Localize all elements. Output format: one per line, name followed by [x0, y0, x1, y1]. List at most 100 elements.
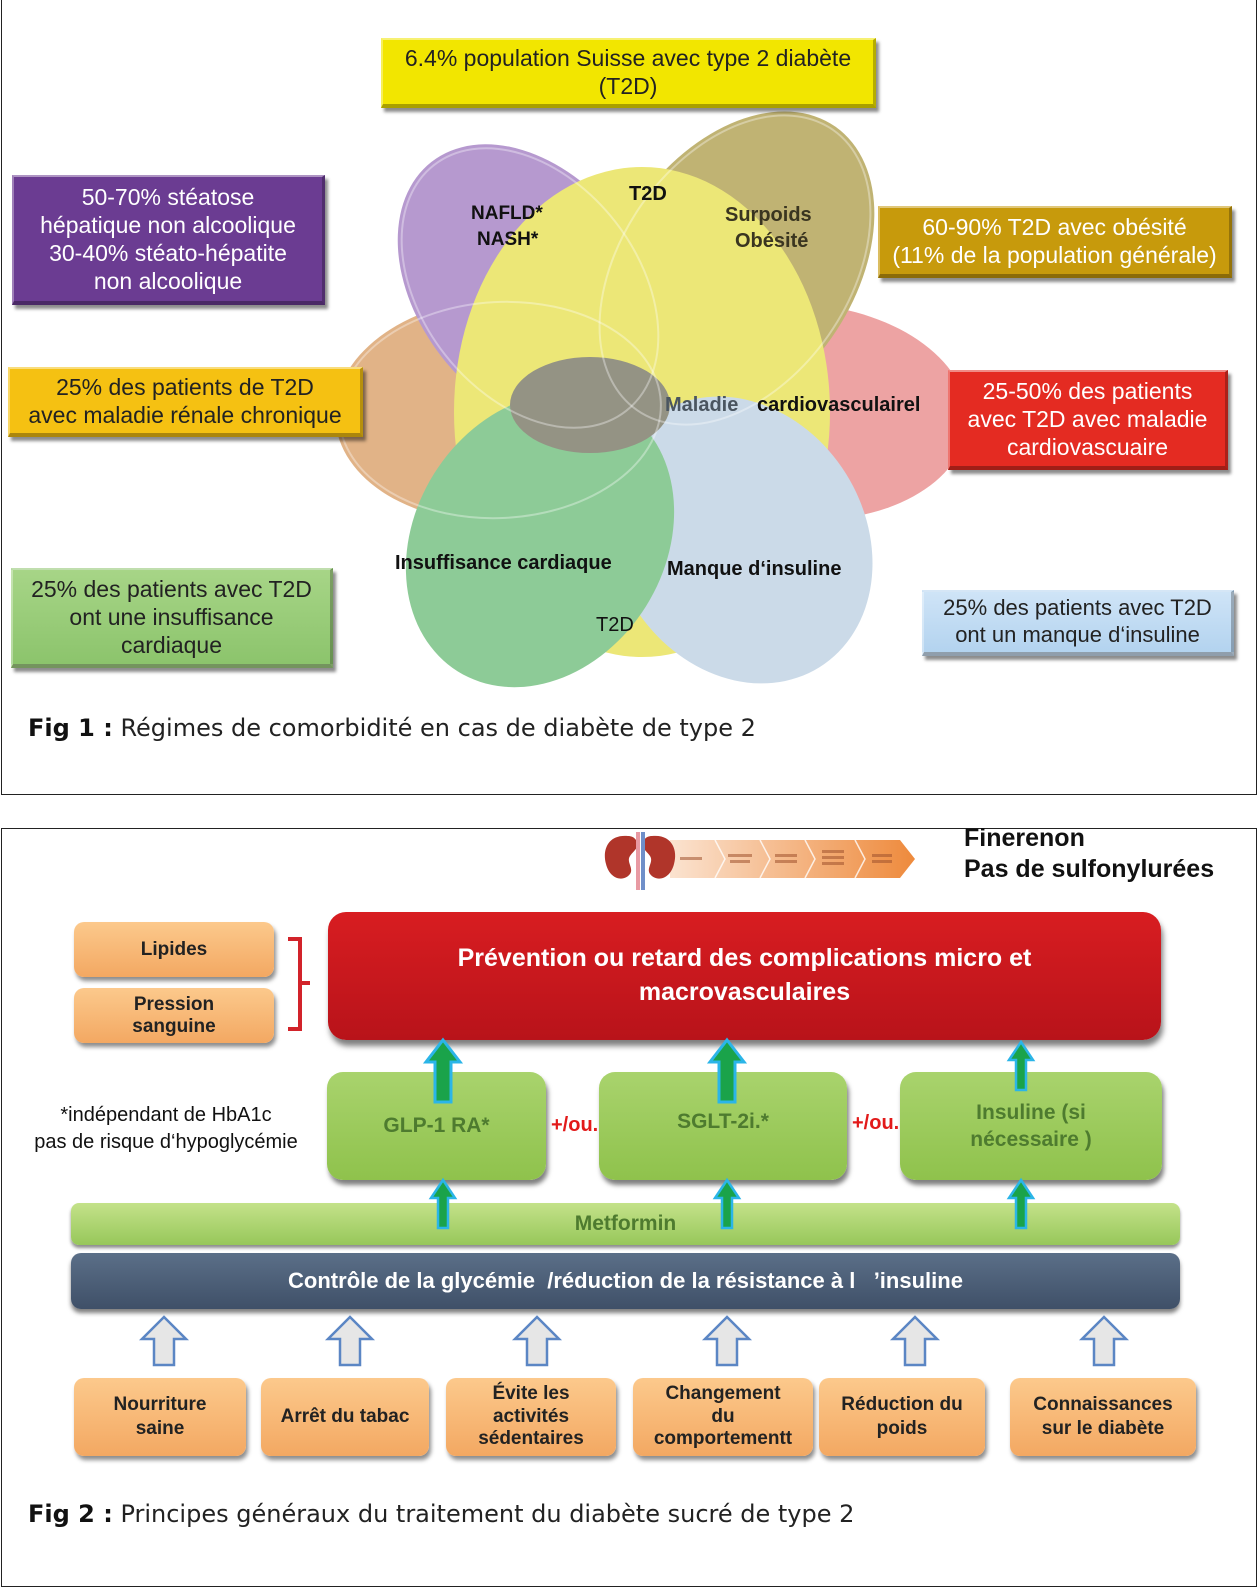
callout-heart-failure: 25% des patients avec T2D ont une insuff…	[11, 568, 333, 668]
kidney-progression-graphic	[604, 832, 915, 890]
figure-2-caption-label: Fig 2 :	[28, 1500, 113, 1528]
drug-box-insulin: Insuline (si nécessaire )	[900, 1072, 1162, 1180]
callout-obesity: 60-90% T2D avec obésité (11% de la popul…	[878, 206, 1232, 278]
callout-heart-failure-line: cardiaque	[120, 632, 223, 659]
callout-nafld-line: 50-70% stéatose	[81, 183, 255, 210]
lifestyle-box: Changement du comportementt	[633, 1378, 813, 1456]
arrow-up-outline-icon	[703, 1315, 751, 1367]
lifestyle-line: Nourriture	[113, 1394, 207, 1416]
bracket-icon	[288, 937, 310, 1031]
arrow-up-outline-icon	[140, 1315, 188, 1367]
arrow-up-icon	[708, 1038, 746, 1104]
callout-population-line1: 6.4% population Suisse avec type 2 diabè…	[404, 44, 852, 71]
callout-cardio: 25-50% des patients avec T2D avec maladi…	[948, 370, 1228, 470]
prevention-box: Prévention ou retard des complications m…	[328, 912, 1161, 1040]
prevention-line1: Prévention ou retard des complications m…	[457, 944, 1032, 973]
glycemic-control-label: Contrôle de la glycémie /réduction de la…	[288, 1268, 963, 1293]
callout-obesity-line: 60-90% T2D avec obésité	[922, 213, 1187, 240]
treatment-arrows	[424, 1038, 1035, 1230]
callout-insulin: 25% des patients avec T2D ont un manque …	[922, 590, 1234, 656]
callout-heart-failure-line: ont une insuffisance	[69, 603, 274, 630]
note-line2: pas de risque d‘hypoglycémie	[34, 1131, 298, 1153]
callout-insulin-line: ont un manque d‘insuline	[955, 622, 1200, 647]
note-text: *indépendant de HbA1c pas de risque d‘hy…	[6, 1102, 326, 1156]
lifestyle-line: sédentaires	[478, 1428, 584, 1450]
arrow-up-icon	[424, 1038, 462, 1104]
lifestyle-line: Évite les	[492, 1382, 570, 1404]
callout-cardio-line: avec T2D avec maladie	[967, 405, 1208, 432]
callout-nafld-line: 30-40% stéato-hépatite	[49, 240, 287, 266]
top-right-notes: Finerenon Pas de sulfonylurées	[964, 823, 1214, 886]
arrow-up-icon	[1007, 1040, 1035, 1092]
lifestyle-line: du	[711, 1405, 735, 1427]
drug-label: GLP-1 RA*	[383, 1114, 490, 1138]
arrow-up-icon	[713, 1178, 741, 1230]
venn-label-obesity: Obésité	[735, 230, 809, 252]
callout-renal-line: 25% des patients de T2D	[56, 373, 314, 400]
venn-label-insulin-lack: Manque d‘insuline	[667, 558, 842, 580]
no-sulfonylureas-label: Pas de sulfonylurées	[964, 855, 1215, 884]
drug-label: Insuline (si nécessaire )	[970, 1100, 1092, 1151]
lifestyle-line: sur le diabète	[1041, 1418, 1165, 1439]
callout-nafld-line: non alcoolique	[93, 268, 243, 295]
venn-label-overweight: Surpoids	[725, 204, 812, 226]
finerenon-label: Finerenon	[964, 824, 1085, 852]
prevention-line2: macrovasculaires	[638, 978, 851, 1006]
figure-2-caption-text: Principes généraux du traitement du diab…	[112, 1500, 855, 1528]
metformin-label: Metformin	[574, 1212, 677, 1235]
callout-nafld: 50-70% stéatose hépatique non alcoolique…	[12, 175, 325, 305]
venn-label-t2d-bottom: T2D	[596, 614, 634, 636]
arrow-up-outline-icon	[1080, 1315, 1128, 1367]
arrow-up-outline-icon	[891, 1315, 939, 1367]
kidney-icon	[604, 832, 676, 890]
callout-nafld-line: hépatique non alcoolique	[40, 211, 296, 238]
lifestyle-box: Évite les activités sédentaires	[446, 1378, 616, 1456]
venn-label-cardio-b: cardiovasculairel	[757, 394, 921, 416]
lifestyle-line: Réduction du	[841, 1394, 963, 1416]
lifestyle-line: saine	[135, 1418, 185, 1439]
arrow-up-icon	[429, 1178, 457, 1230]
callout-renal-line: avec maladie rénale chronique	[28, 402, 342, 428]
callout-heart-failure-line: 25% des patients avec T2D	[31, 575, 312, 602]
lifestyle-line: Arrêt du tabac	[280, 1406, 410, 1428]
lifestyle-line: activités	[492, 1405, 570, 1427]
ellipse-center	[510, 357, 670, 453]
venn-label-heart-failure: Insuffisance cardiaque	[395, 552, 612, 574]
arrow-up-outline-icon	[513, 1315, 561, 1367]
venn-label-t2d-top: T2D	[629, 183, 667, 205]
and-or-label: +/ou.	[852, 1112, 900, 1134]
lifestyle-line: comportementt	[653, 1428, 793, 1450]
and-or-label: +/ou.	[551, 1114, 599, 1136]
figure-1-caption-label: Fig 1 :	[28, 714, 113, 742]
arrow-up-outline-icon	[326, 1315, 374, 1367]
venn-label-cardio-a: Maladie	[665, 394, 739, 416]
lifestyle-line: Changement	[665, 1382, 781, 1404]
venn-label-nash: NASH*	[477, 229, 539, 250]
lifestyle-box: Réduction du poids	[819, 1378, 985, 1456]
lifestyle-arrows	[140, 1315, 1128, 1367]
figure-1-caption-text: Régimes de comorbidité en cas de diabète…	[112, 714, 756, 742]
glycemic-control-bar: Contrôle de la glycémie /réduction de la…	[71, 1253, 1180, 1309]
callout-cardio-line: 25-50% des patients	[982, 377, 1193, 404]
lifestyle-line: poids	[876, 1418, 928, 1439]
progression-arrow	[670, 840, 915, 878]
figure-1-caption: Fig 1 : Régimes de comorbidité en cas de…	[28, 714, 756, 742]
drug-label: SGLT-2i.*	[677, 1110, 769, 1133]
ellipse-insulin	[607, 396, 873, 684]
lipids-label: Lipides	[140, 938, 208, 960]
lifestyle-box: Nourriture saine	[74, 1378, 246, 1456]
callout-renal: 25% des patients de T2D avec maladie rén…	[8, 367, 363, 437]
callout-insulin-line: 25% des patients avec T2D	[943, 595, 1212, 621]
arrow-up-icon	[1007, 1178, 1035, 1230]
callout-obesity-line: (11% de la population générale)	[892, 242, 1217, 268]
comorbidity-venn-diagram	[335, 111, 968, 688]
note-line1: *indépendant de HbA1c	[60, 1104, 272, 1126]
ellipse-heart-failure	[405, 392, 675, 688]
lifestyle-line: Connaissances	[1033, 1394, 1173, 1416]
callout-population: 6.4% population Suisse avec type 2 diabè…	[381, 38, 876, 108]
figure-2-caption: Fig 2 : Principes généraux du traitement…	[28, 1500, 854, 1528]
lipids-box: Lipides	[74, 922, 274, 977]
lifestyle-box: Arrêt du tabac	[261, 1378, 429, 1456]
blood-pressure-box: Pression sanguine	[74, 988, 274, 1043]
metformin-bar: Metformin	[71, 1203, 1180, 1245]
